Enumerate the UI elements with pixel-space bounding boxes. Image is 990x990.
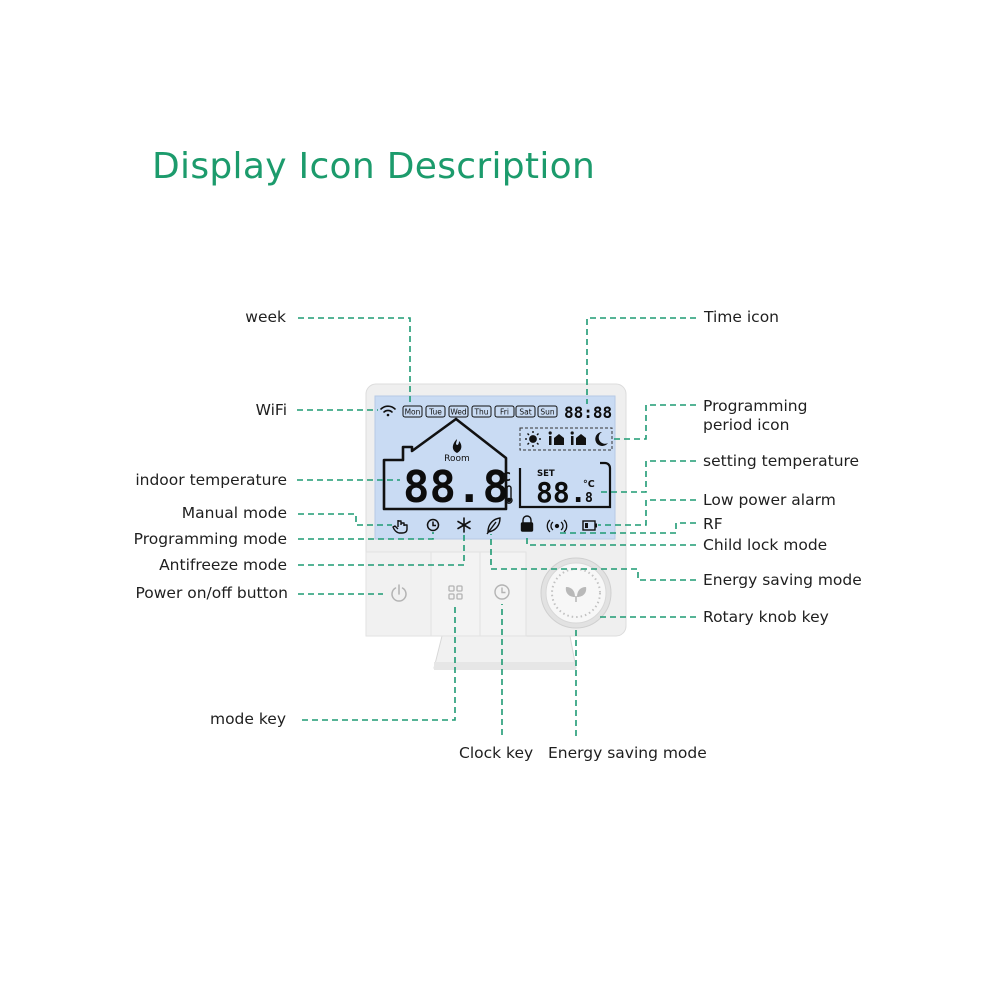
day-label: Fri bbox=[500, 408, 509, 417]
clock-button[interactable] bbox=[483, 560, 523, 630]
leaf-icon bbox=[486, 517, 501, 535]
label-power-button: Power on/off button bbox=[135, 584, 288, 602]
period-icons-box bbox=[519, 427, 613, 451]
snowflake-icon bbox=[457, 517, 471, 533]
label-programming-period-line2: period icon bbox=[703, 416, 790, 434]
house-outline bbox=[382, 417, 508, 511]
label-rotary-knob-key: Rotary knob key bbox=[703, 608, 829, 626]
day-box bbox=[402, 405, 423, 418]
leader-antifreeze-mode bbox=[298, 534, 465, 566]
leader-setting-temperature bbox=[598, 460, 696, 493]
set-temperature-display: 88. bbox=[536, 476, 587, 509]
moon-icon bbox=[595, 432, 608, 446]
day-label: Sat bbox=[519, 408, 531, 417]
leader-week bbox=[298, 317, 411, 404]
day-label: Mon bbox=[405, 408, 421, 417]
leader-lines bbox=[297, 317, 696, 736]
power-button[interactable] bbox=[375, 560, 425, 630]
day-box bbox=[448, 405, 469, 418]
label-clock-key: Clock key bbox=[459, 744, 534, 762]
person-away-icon bbox=[570, 431, 586, 445]
room-temperature-display: 88.8 bbox=[403, 462, 509, 513]
day-label: Tue bbox=[428, 408, 442, 417]
day-box bbox=[425, 405, 446, 418]
lcd-screen bbox=[374, 395, 616, 540]
flame-icon bbox=[452, 439, 462, 453]
label-indoor-temperature: indoor temperature bbox=[135, 471, 287, 489]
set-unit-label: °C bbox=[583, 479, 595, 490]
label-setting-temperature: setting temperature bbox=[703, 452, 860, 470]
mode-button[interactable] bbox=[435, 560, 477, 630]
label-manual-mode: Manual mode bbox=[181, 504, 287, 522]
leader-mode-key bbox=[302, 604, 456, 721]
label-rf: RF bbox=[703, 515, 723, 533]
week-days: Mon Tue Wed Thu Fri Sat Sun bbox=[402, 405, 558, 418]
wifi-icon bbox=[380, 405, 396, 417]
leader-low-power-alarm bbox=[598, 499, 696, 526]
thermometer-icon bbox=[505, 485, 513, 504]
lock-icon bbox=[520, 515, 534, 532]
label-mode-key: mode key bbox=[209, 710, 286, 728]
day-box bbox=[515, 405, 536, 418]
battery-icon bbox=[582, 520, 597, 531]
leader-manual-mode bbox=[298, 513, 392, 526]
sun-icon bbox=[525, 431, 541, 447]
set-temp-frame bbox=[518, 461, 612, 509]
day-label: Thu bbox=[473, 408, 488, 417]
label-programming-mode: Programming mode bbox=[133, 530, 287, 548]
power-icon bbox=[391, 584, 407, 602]
clock-display: 88:88 bbox=[564, 403, 612, 422]
leader-rf bbox=[556, 522, 696, 534]
person-home-icon bbox=[548, 431, 564, 445]
leader-programming-period bbox=[612, 404, 696, 440]
button-panel bbox=[365, 551, 527, 637]
page-title: Display Icon Description bbox=[152, 146, 596, 187]
label-time-icon: Time icon bbox=[704, 308, 779, 326]
room-unit-label: °C bbox=[496, 470, 511, 484]
hand-icon bbox=[392, 520, 408, 534]
label-wifi: WiFi bbox=[255, 401, 287, 419]
grid-icon bbox=[448, 585, 463, 600]
clock-key-icon bbox=[494, 584, 510, 600]
day-box bbox=[537, 405, 558, 418]
room-label: Room bbox=[444, 454, 470, 464]
clock-icon bbox=[426, 518, 440, 532]
day-box bbox=[494, 405, 515, 418]
label-week: week bbox=[245, 308, 286, 326]
day-box bbox=[471, 405, 492, 418]
label-energy-saving-mode: Energy saving mode bbox=[703, 571, 862, 589]
set-label: SET bbox=[537, 469, 555, 479]
eco-leaf-icon bbox=[565, 587, 587, 602]
label-programming-period-line1: Programming bbox=[703, 397, 808, 415]
day-label: Sun bbox=[540, 408, 555, 417]
set-decimal-display: 8 bbox=[585, 491, 593, 506]
label-child-lock-mode: Child lock mode bbox=[703, 536, 828, 554]
leader-programming-mode bbox=[298, 532, 434, 540]
label-energy-saving-bottom: Energy saving mode bbox=[548, 744, 707, 762]
rotary-knob[interactable] bbox=[540, 557, 612, 629]
day-label: Wed bbox=[450, 408, 467, 417]
label-antifreeze-mode: Antifreeze mode bbox=[159, 556, 287, 574]
rf-signal-icon bbox=[546, 519, 568, 533]
label-low-power-alarm: Low power alarm bbox=[703, 491, 836, 509]
